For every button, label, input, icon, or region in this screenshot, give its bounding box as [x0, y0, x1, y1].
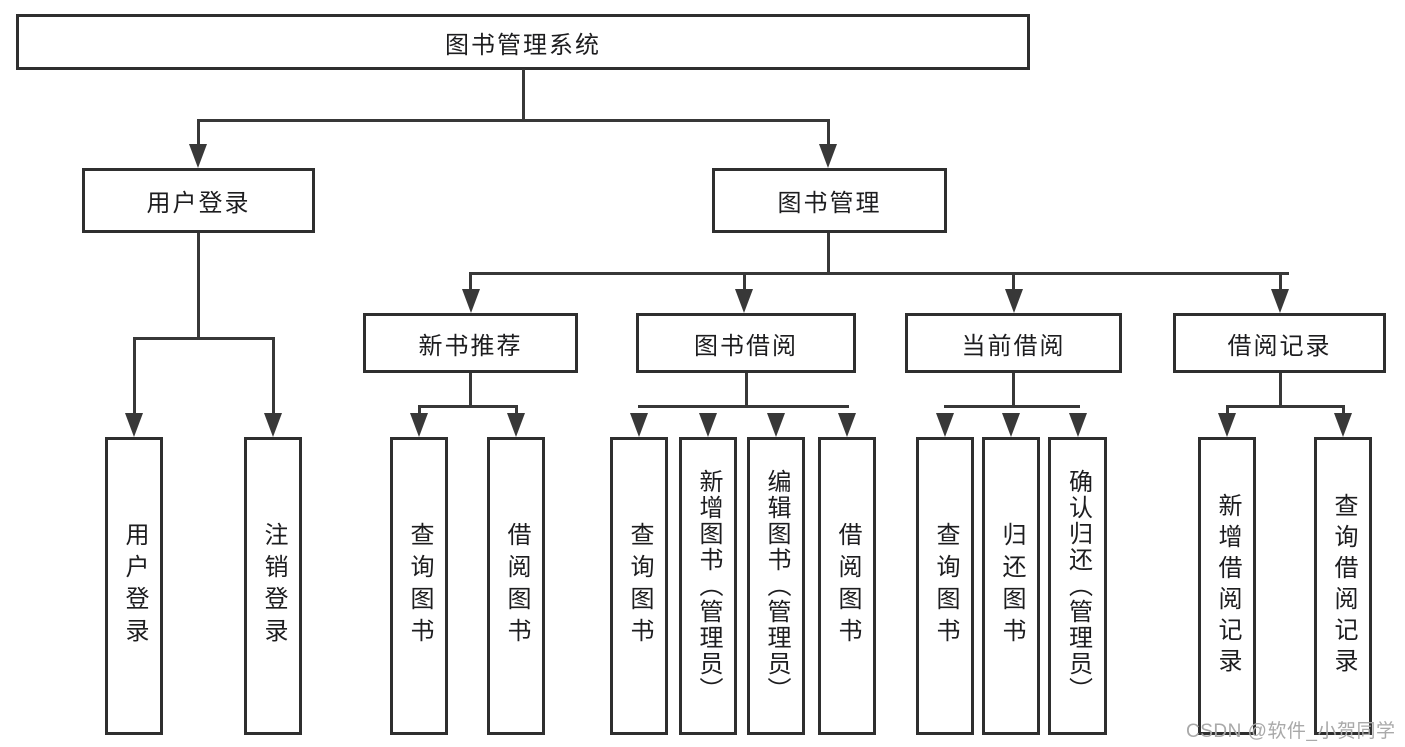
- node-user-login: 用户登录: [82, 168, 315, 233]
- node-book-management: 图书管理: [712, 168, 947, 233]
- node-label: 查询借阅记录: [1330, 493, 1357, 679]
- connector-line: [1012, 373, 1015, 408]
- node-label: 查询图书: [626, 522, 653, 650]
- node-label: 注销登录: [260, 522, 287, 650]
- node-root-system: 图书管理系统: [16, 14, 1030, 70]
- arrow-down-icon: [410, 413, 428, 437]
- connector-line: [744, 373, 748, 408]
- arrow-down-icon: [735, 289, 753, 313]
- connector-line: [417, 405, 421, 419]
- node-label: 确认归还（管理员）: [1064, 469, 1092, 703]
- arrow-down-icon: [1334, 413, 1352, 437]
- leaf-query-books: 查询图书: [916, 437, 974, 735]
- leaf-add-books-admin: 新增图书（管理员）: [679, 437, 737, 735]
- node-label: 用户登录: [146, 190, 251, 217]
- arrow-down-icon: [630, 413, 648, 437]
- node-label: 借阅图书: [503, 522, 530, 650]
- connector-line: [1341, 405, 1345, 419]
- connector-line: [469, 272, 472, 297]
- node-borrow-records: 借阅记录: [1173, 313, 1386, 373]
- node-label: 用户登录: [121, 522, 148, 650]
- arrow-down-icon: [936, 413, 954, 437]
- connector-line: [826, 233, 830, 275]
- connector-line: [196, 233, 200, 340]
- connector-line: [196, 119, 200, 152]
- node-label: 新书推荐: [418, 332, 523, 360]
- connector-line: [742, 272, 746, 297]
- node-label: 图书管理: [777, 190, 882, 217]
- connector-line: [637, 405, 849, 408]
- leaf-query-books: 查询图书: [390, 437, 448, 735]
- node-label: 新增图书（管理员）: [695, 469, 722, 703]
- leaf-user-login: 用户登录: [105, 437, 163, 735]
- connector-line: [1012, 272, 1015, 297]
- leaf-confirm-return-admin: 确认归还（管理员）: [1048, 437, 1107, 735]
- node-book-borrow: 图书借阅: [636, 313, 856, 373]
- node-label: 借阅记录: [1227, 332, 1332, 360]
- connector-line: [469, 373, 472, 408]
- connector-line: [132, 337, 275, 340]
- connector-line: [417, 405, 518, 408]
- node-label: 查询图书: [406, 522, 433, 650]
- node-label: 图书管理系统: [445, 31, 601, 59]
- arrow-down-icon: [767, 413, 785, 437]
- leaf-borrow-books: 借阅图书: [487, 437, 545, 735]
- node-current-borrow: 当前借阅: [905, 313, 1122, 373]
- connector-line: [521, 69, 525, 122]
- node-label: 查询图书: [932, 522, 959, 650]
- arrow-down-icon: [264, 413, 282, 437]
- leaf-add-borrow-record: 新增借阅记录: [1198, 437, 1256, 735]
- node-label: 当前借阅: [961, 332, 1066, 360]
- connector-line: [197, 119, 830, 122]
- arrow-down-icon: [125, 413, 143, 437]
- connector-line: [826, 119, 830, 152]
- leaf-query-borrow-record: 查询借阅记录: [1314, 437, 1372, 735]
- connector-line: [1278, 272, 1282, 297]
- arrow-down-icon: [189, 144, 207, 168]
- arrow-down-icon: [838, 413, 856, 437]
- arrow-down-icon: [1068, 413, 1087, 437]
- connector-line: [469, 272, 1289, 275]
- connector-line: [271, 337, 275, 420]
- node-label: 图书借阅: [694, 332, 798, 360]
- arrow-down-icon: [461, 289, 480, 313]
- arrow-down-icon: [819, 144, 837, 168]
- node-new-book-recommend: 新书推荐: [363, 313, 578, 373]
- connector-line: [1278, 373, 1282, 408]
- connector-line: [943, 405, 1080, 408]
- connector-line: [514, 405, 518, 419]
- arrow-down-icon: [1004, 289, 1023, 313]
- connector-line: [1225, 405, 1229, 419]
- node-label: 借阅图书: [834, 522, 861, 650]
- csdn-watermark: CSDN @软件_小贺同学: [1186, 721, 1396, 742]
- node-label: 新增借阅记录: [1214, 493, 1241, 679]
- leaf-logout: 注销登录: [244, 437, 302, 735]
- connector-line: [132, 337, 136, 420]
- leaf-edit-books-admin: 编辑图书（管理员）: [747, 437, 805, 735]
- leaf-borrow-books: 借阅图书: [818, 437, 876, 735]
- arrow-down-icon: [699, 413, 717, 437]
- arrow-down-icon: [1002, 413, 1020, 437]
- node-label: 归还图书: [998, 522, 1025, 650]
- leaf-return-books: 归还图书: [982, 437, 1040, 735]
- connector-line: [1225, 405, 1345, 408]
- arrow-down-icon: [1271, 289, 1289, 313]
- arrow-down-icon: [507, 413, 525, 437]
- leaf-query-books: 查询图书: [610, 437, 668, 735]
- arrow-down-icon: [1218, 413, 1236, 437]
- node-label: 编辑图书（管理员）: [763, 469, 790, 703]
